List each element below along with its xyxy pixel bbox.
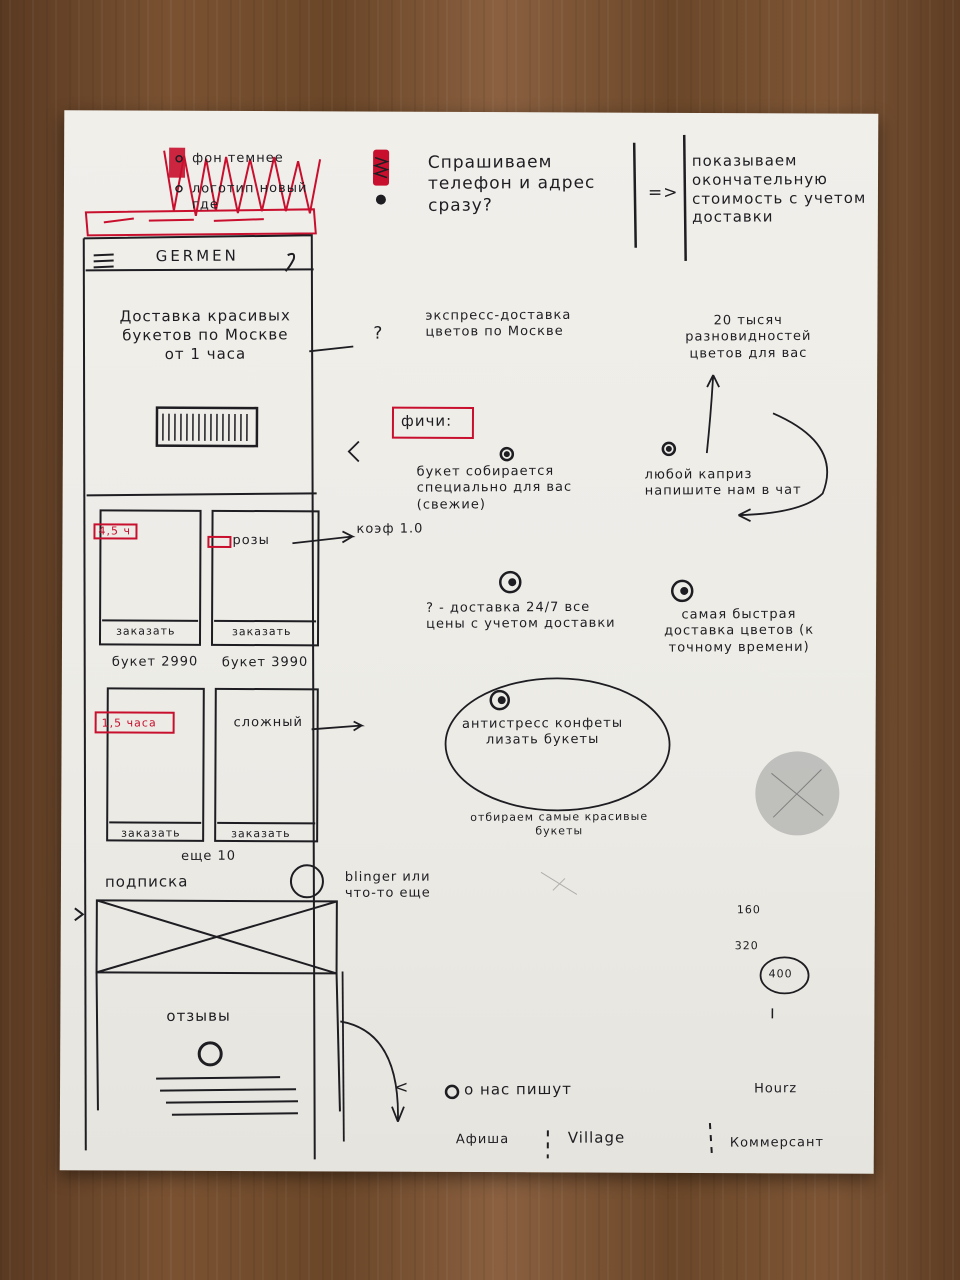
- feature-fresh-bouquet: букет собирается специально для вас (све…: [416, 463, 573, 513]
- note-new-logo: логотип новый где: [191, 180, 308, 213]
- red-badge: [93, 523, 138, 540]
- product-badge-3: 1,5 часа: [101, 716, 157, 730]
- press-kommersant: Коммерсант: [729, 1135, 825, 1151]
- order-button-1[interactable]: заказать: [116, 624, 176, 638]
- reviews-label: отзывы: [166, 1006, 231, 1026]
- product-card: [210, 509, 320, 647]
- product-badge-4: сложный: [233, 714, 304, 731]
- arrows: [292, 345, 828, 1142]
- feature-antistress: антистресс конфеты лизать букеты: [461, 715, 624, 748]
- note-arrow: =>: [647, 182, 679, 203]
- feature-antistress-caption: отбираем самые красивые букеты: [470, 809, 649, 838]
- note-400: 400: [768, 967, 793, 981]
- note-320: 320: [734, 939, 759, 953]
- brand-logo: GERMEN: [155, 246, 239, 266]
- more-link[interactable]: еще 10: [181, 848, 237, 865]
- press-afisha: Афиша: [455, 1131, 510, 1148]
- order-button-2[interactable]: заказать: [232, 624, 292, 639]
- product-card: [106, 687, 205, 842]
- sketch-drawing: [74, 134, 840, 1160]
- subscribe-label: подписка: [104, 872, 189, 891]
- note-question-mark: ?: [373, 323, 384, 344]
- note-160: 160: [736, 903, 761, 917]
- call-icon: [284, 252, 296, 272]
- feature-eye-icons: [489, 441, 694, 711]
- feature-delivery-24-7: ? - доставка 24/7 все цены с учетом дост…: [426, 599, 616, 633]
- note-background-darker: фон темнее: [192, 150, 284, 167]
- order-button-3[interactable]: заказать: [121, 826, 181, 840]
- product-caption-1: букет 2990: [111, 654, 199, 670]
- press-village: Village: [567, 1128, 626, 1147]
- features-label: фичи:: [400, 411, 453, 430]
- product-badge-1: 4,5 ч: [98, 524, 132, 538]
- red-badge: [94, 711, 175, 734]
- sketch-paper: фон темнее логотип новый где Спрашиваем …: [59, 110, 879, 1174]
- product-caption-2: букет 3990: [221, 654, 309, 671]
- red-phone-icon: [372, 149, 390, 205]
- chevron-left-icon[interactable]: <: [393, 1077, 410, 1098]
- red-marker-block: [169, 147, 186, 178]
- press-title: о нас пишут: [463, 1079, 572, 1099]
- product-card: [98, 509, 202, 646]
- note-ask-phone-address: Спрашиваем телефон и адрес сразу?: [427, 152, 596, 216]
- blinger-circle: [289, 864, 324, 899]
- product-badge-2: розы: [232, 532, 270, 549]
- hero-text: Доставка красивых букетов по Москве от 1…: [119, 306, 291, 363]
- note-thousand-varieties: 20 тысяч разновидностей цветов для вас: [685, 313, 812, 362]
- note-final-price: показываем окончательную стоимость с уче…: [691, 151, 867, 227]
- note-coefficient: коэф 1.0: [356, 521, 424, 537]
- order-button-4[interactable]: заказать: [231, 826, 291, 841]
- product-card: [214, 687, 319, 843]
- press-hourz: Hourz: [754, 1081, 798, 1097]
- feature-fastest-delivery: самая быстрая доставка цветов (к точному…: [663, 606, 815, 656]
- note-alt-hero: экспресс-доставка цветов по Москве: [425, 307, 572, 340]
- note-blinger: blinger или что-то еще: [344, 869, 431, 902]
- feature-chat: любой каприз напишите нам в чат: [644, 466, 802, 499]
- features-box: [391, 406, 475, 440]
- circled-feature: [444, 677, 671, 812]
- burger-icon: [93, 253, 114, 269]
- phone-wireframe: [74, 234, 341, 1160]
